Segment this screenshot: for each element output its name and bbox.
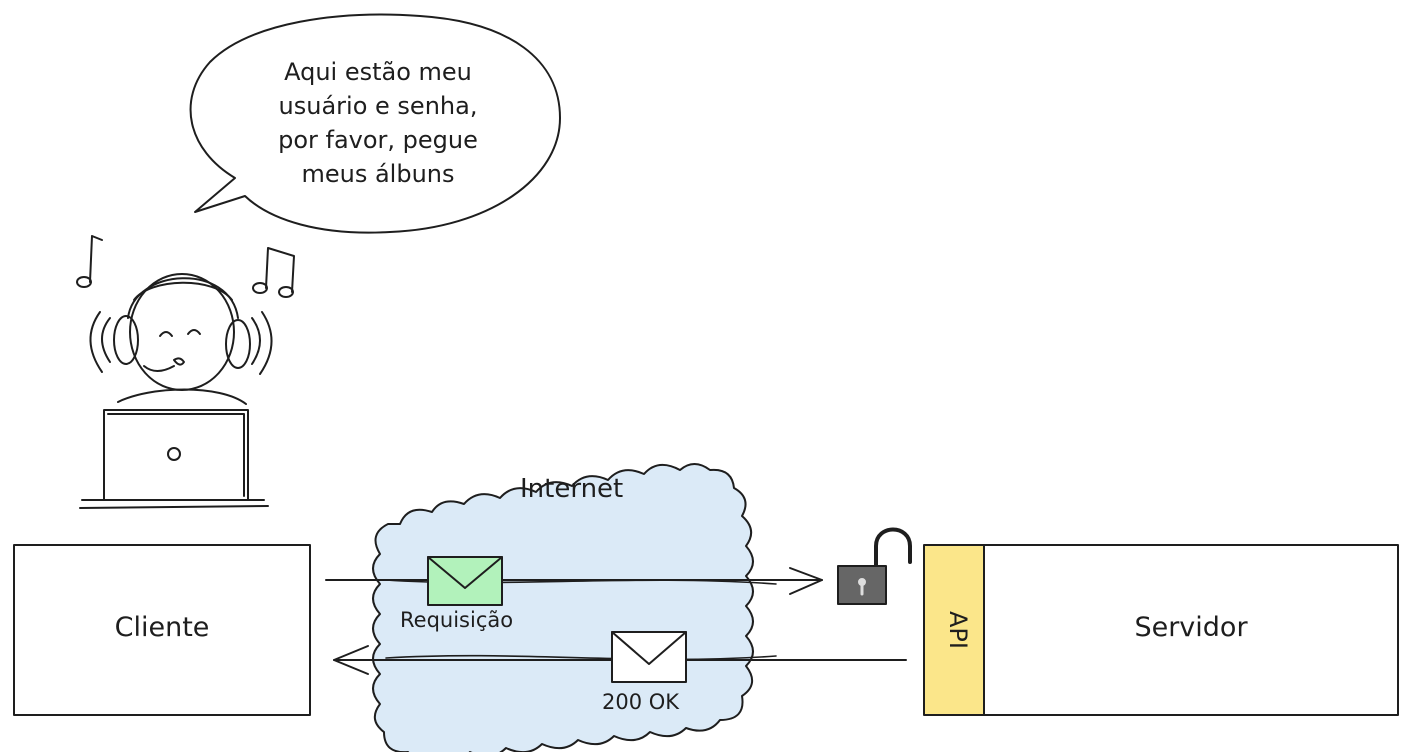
music-note-icon [76,235,103,288]
api-label: API [944,611,972,649]
unlocked-padlock-icon [837,527,912,605]
api-strip [923,544,985,716]
server-box [983,544,1399,716]
user-with-headphones-icon [89,273,273,405]
music-note-icon [252,247,295,298]
client-box [13,544,311,716]
speech-line-4: meus álbuns [301,160,455,188]
envelope-icon [611,631,687,683]
response-label: 200 OK [602,690,680,714]
speech-line-2: usuário e senha, [278,92,478,120]
speech-line-3: por favor, pegue [278,126,478,154]
request-label: Requisição [400,608,514,632]
speech-line-1: Aqui estão meu [284,58,472,86]
server-label: Servidor [1134,612,1248,643]
laptop-icon [79,409,269,509]
internet-label: Internet [520,474,624,504]
envelope-icon [427,556,503,606]
client-label: Cliente [114,612,210,643]
speech-bubble [189,13,561,234]
